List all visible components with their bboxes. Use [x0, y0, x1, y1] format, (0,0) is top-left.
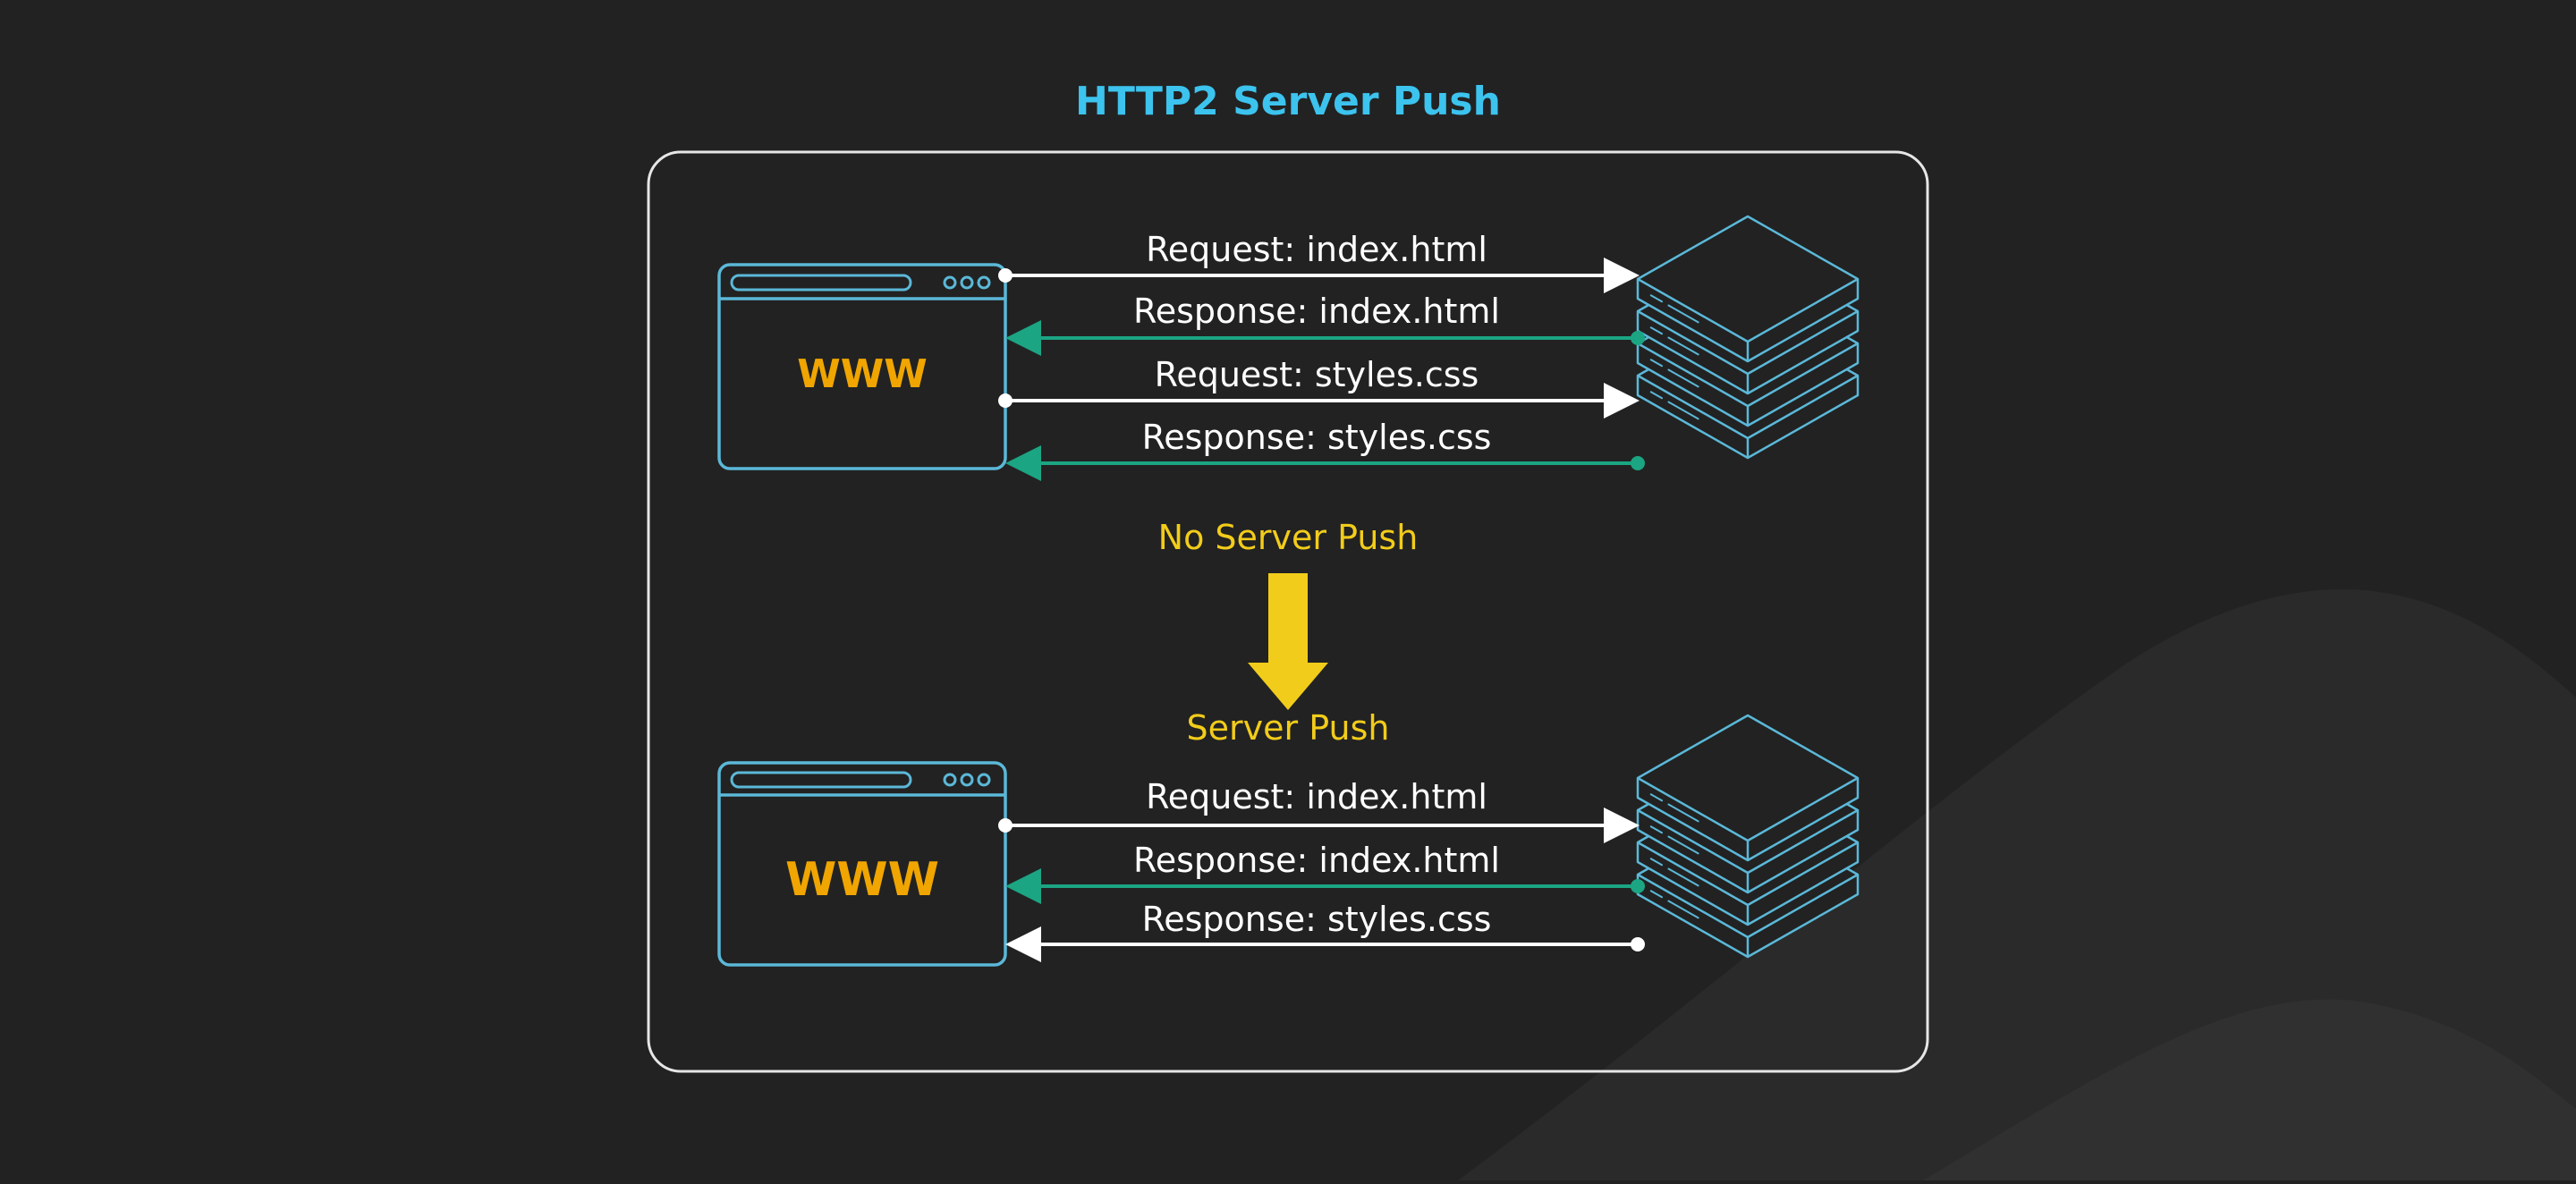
message-arrow: Request: styles.css [998, 355, 1640, 419]
message-label: Response: styles.css [1142, 900, 1492, 939]
message-label: Response: index.html [1133, 841, 1500, 880]
diagram-title: HTTP2 Server Push [1075, 79, 1501, 124]
message-label: Request: index.html [1146, 230, 1487, 269]
server-stack-icon [1636, 714, 1860, 959]
message-arrow: Response: styles.css [1005, 418, 1645, 481]
section-label-push: Server Push [1187, 708, 1390, 748]
browser-www-text: WWW [797, 351, 928, 397]
message-label: Response: index.html [1133, 292, 1500, 331]
message-arrow: Response: index.html [1005, 841, 1645, 904]
message-label: Request: index.html [1146, 777, 1487, 816]
browser-window-icon: WWW [717, 761, 1007, 967]
down-arrow-icon [1248, 573, 1328, 710]
message-arrow: Response: index.html [1005, 292, 1645, 356]
message-arrow: Request: index.html [998, 777, 1640, 843]
diagram-frame [647, 150, 1929, 1073]
message-label: Request: styles.css [1155, 355, 1479, 394]
message-arrow: Response: styles.css [1005, 900, 1645, 962]
browser-www-text: WWW [785, 853, 939, 907]
message-arrow: Request: index.html [998, 230, 1640, 293]
section-label-no-push: No Server Push [1158, 518, 1419, 557]
server-stack-icon [1636, 215, 1860, 460]
browser-window-icon: WWW [717, 263, 1007, 470]
message-label: Response: styles.css [1142, 418, 1492, 457]
background-hill-shape-2 [1923, 999, 2576, 1180]
